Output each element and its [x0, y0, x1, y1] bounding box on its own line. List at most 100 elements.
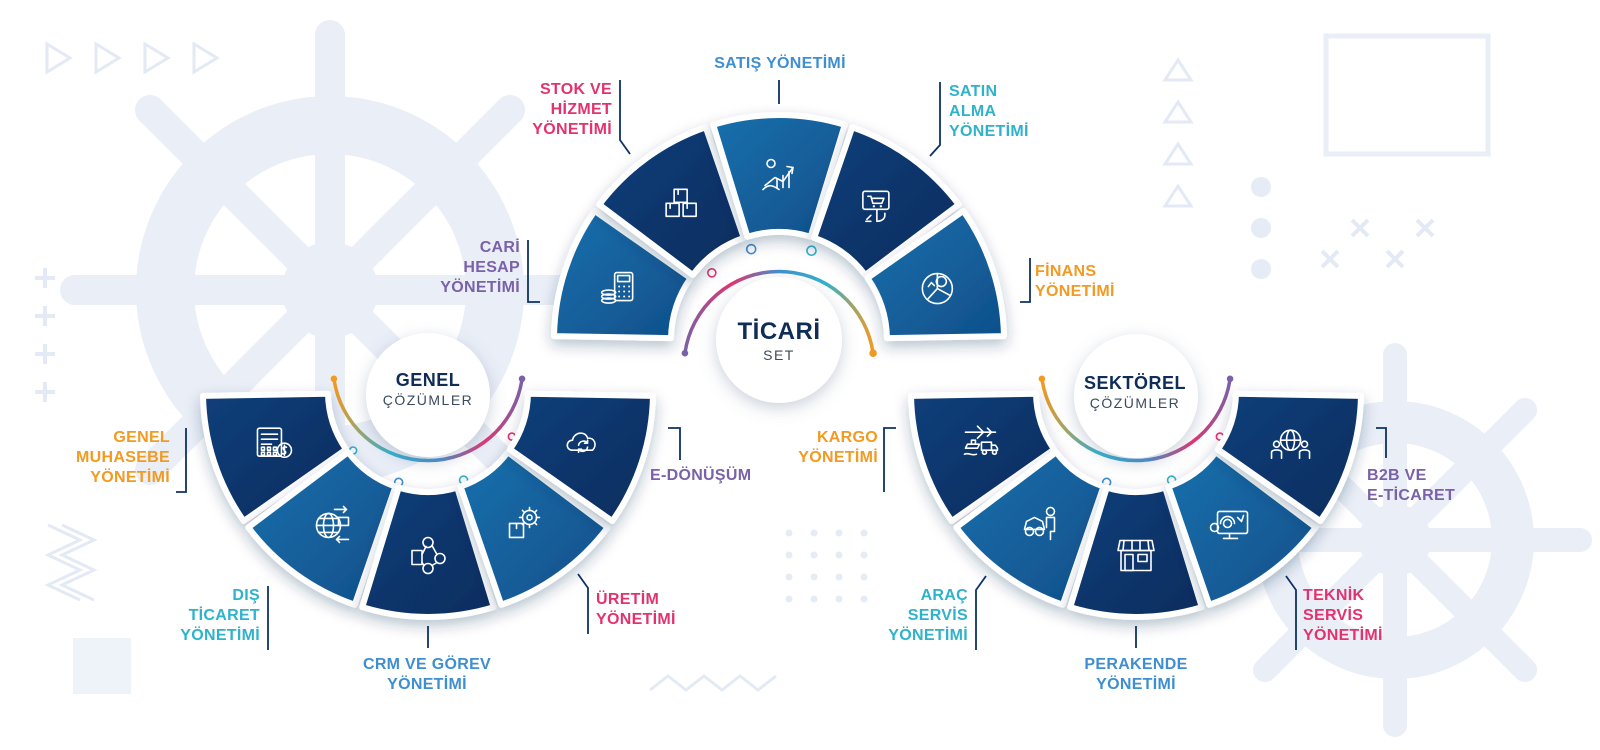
module-label-cari-hesap: CARİ HESAP YÖNETİMİ	[440, 239, 520, 296]
arc-node-dot	[707, 268, 717, 278]
segment-shape	[710, 112, 848, 240]
hub-circle	[1074, 334, 1198, 458]
arc-node-dot	[745, 243, 757, 255]
module-label-arac-servis: ARAÇ SERVİS YÖNETİMİ	[888, 587, 968, 644]
module-label-finans: FİNANS YÖNETİMİ	[1035, 263, 1115, 300]
module-label-dis-ticaret: DIŞ TİCARET YÖNETİMİ	[180, 587, 260, 644]
segment-shape	[245, 449, 399, 608]
segment-shape	[1214, 390, 1364, 525]
segment-b2b[interactable]	[1214, 390, 1364, 525]
module-label-satin-alma: SATIN ALMA YÖNETİMİ	[949, 83, 1029, 140]
cargo-transport-icon	[963, 425, 999, 456]
frame-decoration	[1323, 33, 1491, 157]
growth-chart-hand-icon	[762, 158, 794, 191]
hub-subtitle: ÇÖZÜMLER	[1089, 395, 1181, 411]
segment-genelmuhasebe[interactable]	[200, 390, 350, 525]
hub-circle	[366, 333, 490, 457]
hub-genel: GENEL ÇÖZÜMLER	[365, 369, 491, 409]
dots-grid-decoration	[785, 529, 868, 603]
hub-title: GENEL	[395, 370, 461, 390]
online-cart-click-icon	[862, 190, 890, 223]
hub-sektorel: SEKTÖREL ÇÖZÜMLER	[1072, 372, 1198, 412]
segment-stok[interactable]	[596, 124, 747, 279]
hub-title: TİCARİ	[737, 318, 821, 345]
square-decoration	[73, 638, 131, 694]
gradient-arc	[1040, 377, 1232, 463]
segment-edonusum[interactable]	[506, 390, 656, 525]
gradient-arc	[683, 269, 875, 355]
segment-shape	[506, 390, 656, 525]
arc-node-dot	[869, 349, 877, 358]
segment-perakende[interactable]	[1067, 484, 1205, 620]
leader-line	[176, 428, 187, 493]
module-label-e-donusum: E-DÖNÜŞÜM	[650, 467, 752, 484]
leader-line	[577, 573, 589, 634]
segment-satis[interactable]	[710, 112, 848, 240]
production-gear-box-icon	[508, 506, 541, 539]
module-label-perakende: PERAKENDE YÖNETİMİ	[1084, 656, 1188, 693]
circles-decoration-right	[1251, 177, 1271, 279]
leader-line	[527, 240, 540, 303]
module-label-satis: SATIŞ YÖNETİMİ	[714, 55, 846, 72]
zigzag-decoration-bottom	[649, 674, 777, 692]
segment-cari[interactable]	[551, 207, 694, 342]
zigzag-decoration-left	[44, 523, 98, 602]
segment-shape	[359, 484, 497, 620]
segment-arac[interactable]	[953, 449, 1107, 608]
segment-disticaret[interactable]	[245, 449, 399, 608]
arc-node-dot	[330, 375, 338, 383]
genel-cozumler-group	[176, 333, 681, 650]
module-label-teknik-servis: TEKNİK SERVİS YÖNETİMİ	[1303, 587, 1383, 644]
leader-line	[929, 82, 941, 157]
hub-title: SEKTÖREL	[1083, 373, 1186, 393]
leader-line	[1285, 575, 1297, 650]
hub-circle	[716, 277, 842, 403]
segment-shape	[908, 390, 1058, 525]
plus-signs-decoration	[35, 268, 55, 402]
module-label-crm: CRM VE GÖREV YÖNETİMİ	[362, 656, 492, 693]
arc-node-dot	[681, 349, 689, 357]
crm-network-icon	[411, 536, 446, 575]
hub-ticari: TİCARİ SET	[716, 318, 842, 364]
segment-shape	[1067, 484, 1205, 620]
module-label-stok-hizmet: STOK VE HİZMET YÖNETİMİ	[532, 81, 612, 138]
segment-shape	[200, 390, 350, 525]
finance-pie-icon	[921, 272, 954, 305]
tech-support-monitor-icon	[1209, 510, 1249, 540]
segment-finans[interactable]	[864, 207, 1007, 342]
segment-kargo[interactable]	[908, 390, 1058, 525]
leader-line	[1020, 258, 1031, 303]
triangles-decoration-right	[1162, 57, 1194, 208]
arc-node-dot	[806, 245, 817, 257]
arc-node-dot	[1038, 375, 1046, 383]
segment-uretim[interactable]	[457, 449, 611, 608]
segment-satinalma[interactable]	[811, 124, 962, 279]
leader-line	[975, 575, 987, 650]
accounting-document-icon	[256, 427, 293, 459]
segment-teknik[interactable]	[1165, 449, 1319, 608]
play-triangles-decoration	[45, 41, 220, 75]
boxes-icon	[665, 188, 697, 218]
sektorel-cozumler-group	[883, 334, 1387, 650]
hub-subtitle: ÇÖZÜMLER	[382, 392, 474, 408]
leader-line	[1376, 427, 1387, 458]
module-label-uretim: ÜRETİM YÖNETİMİ	[596, 591, 676, 628]
arc-node-dot	[1226, 375, 1234, 383]
leader-line	[619, 80, 631, 155]
segment-shape	[1165, 449, 1319, 608]
segment-shape	[551, 207, 694, 342]
segment-shape	[457, 449, 611, 608]
cloud-sync-icon	[566, 432, 596, 454]
ticari-set-group	[527, 80, 1031, 403]
crosses-decoration-right	[1320, 218, 1435, 269]
leader-line	[883, 427, 896, 492]
module-label-b2b: B2B VE E-TİCARET	[1367, 467, 1456, 504]
leader-line	[668, 427, 681, 460]
globe-trade-icon	[315, 505, 350, 544]
module-label-genel-muhasebe: GENEL MUHASEBE YÖNETİMİ	[76, 429, 170, 486]
arc-node-dot	[518, 375, 526, 383]
calculator-coins-icon	[600, 271, 634, 304]
store-front-icon	[1117, 539, 1155, 572]
segment-crm[interactable]	[359, 484, 497, 620]
